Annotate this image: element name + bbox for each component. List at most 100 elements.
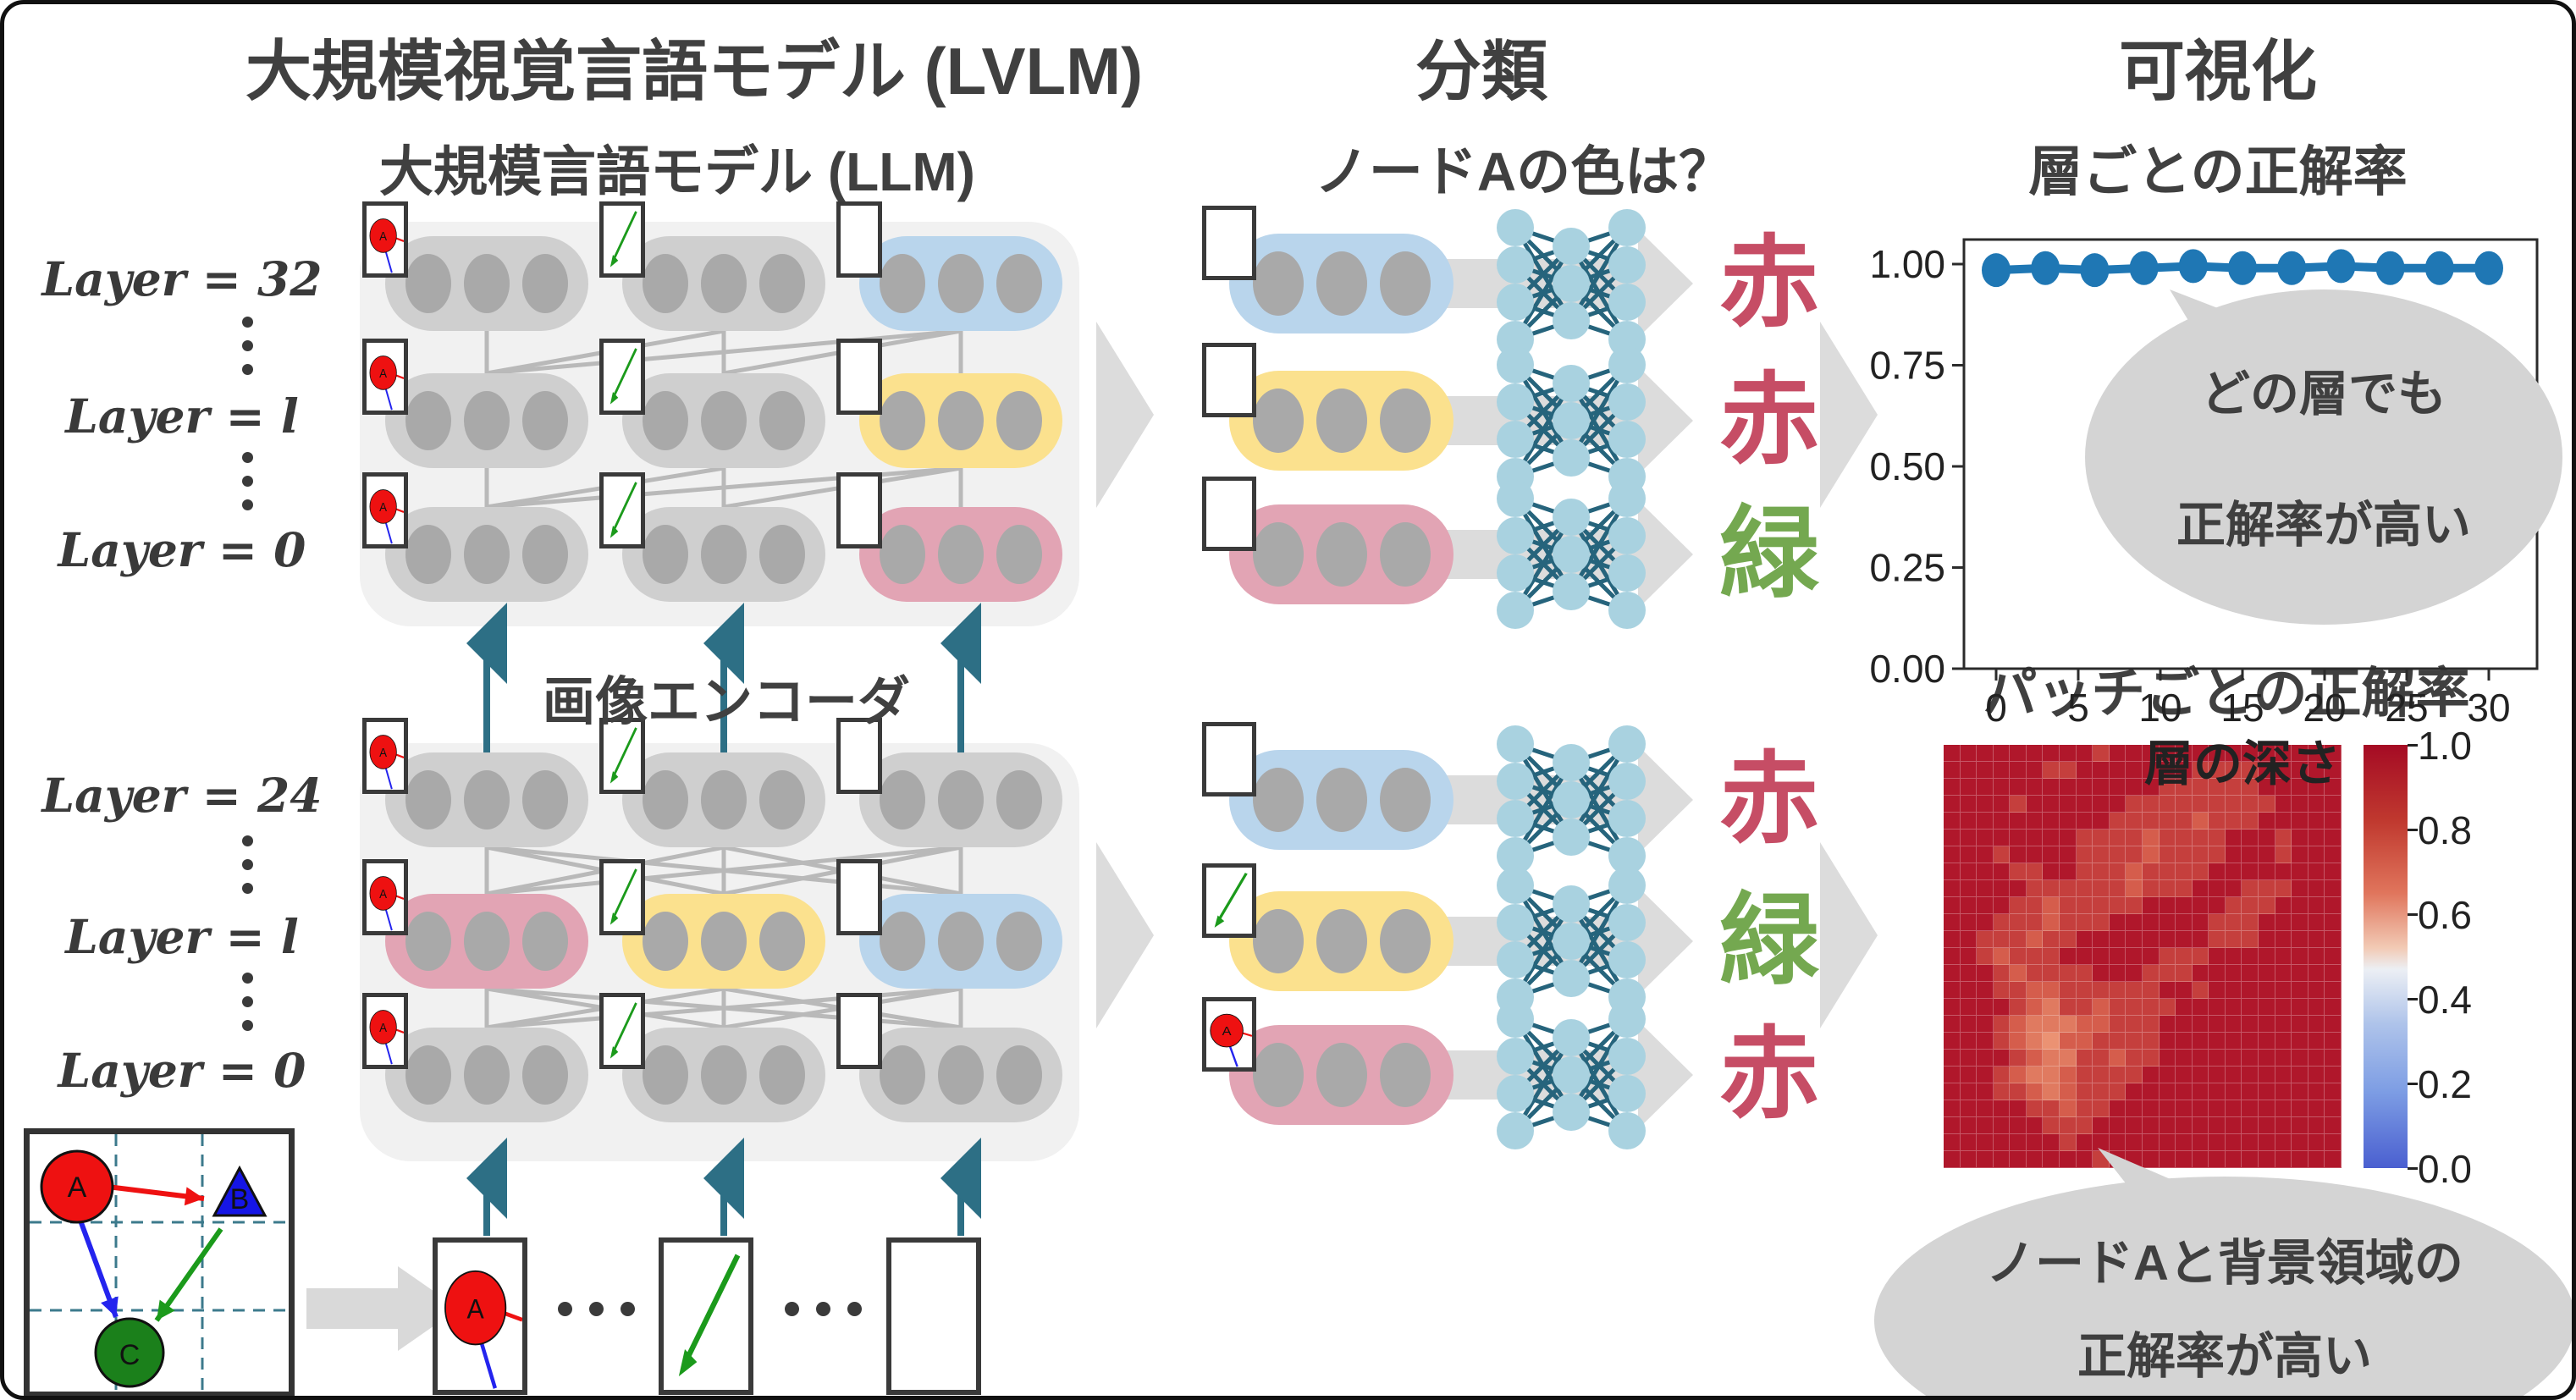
heatmap-cell (2043, 999, 2060, 1016)
heatmap-cell (1977, 1016, 1994, 1033)
heatmap-cell (2292, 813, 2308, 830)
heatmap-cell (2076, 779, 2093, 796)
heatmap-cell (2209, 762, 2226, 779)
llm-patch-r2-g1 (599, 472, 645, 548)
heatmap-cell (2209, 813, 2226, 830)
heatmap-cell (2275, 965, 2292, 982)
heatmap-cell (2076, 813, 2093, 830)
colorbar-tick-label: 1.0 (2418, 724, 2472, 768)
heatmap-cell (2225, 931, 2242, 948)
heatmap-cell (2076, 863, 2093, 880)
input-patch-token-1 (659, 1237, 753, 1395)
heatmap-cell (2026, 965, 2044, 982)
heatmap-cell (2142, 1117, 2160, 1134)
heatmap-cell (1977, 830, 1994, 846)
heatmap-cell (1977, 779, 1994, 796)
heatmap-cell (2308, 846, 2325, 863)
heatmap-cell (2275, 846, 2292, 863)
token-feature-dot (1252, 909, 1304, 973)
edge-a-to-b-head (184, 1187, 204, 1206)
heatmap-cell (1944, 880, 1961, 897)
node-a-circle (369, 1010, 397, 1044)
heatmap-row (1944, 965, 2342, 982)
heatmap-cell (2093, 1083, 2110, 1100)
heatmap-cell (2126, 999, 2143, 1016)
heatmap-cell (2010, 897, 2027, 914)
heatmap-cell (2242, 1117, 2259, 1134)
patch-image-node-a: A (1210, 1013, 1252, 1067)
heatmap-row (1944, 982, 2342, 999)
heatmap-cell (2225, 948, 2242, 965)
x-tick-label: 25 (2385, 686, 2428, 730)
heatmap-cell (1993, 762, 2011, 779)
green-edge-line (612, 482, 637, 532)
accuracy-marker (2375, 251, 2405, 285)
heatmap-cell (2026, 982, 2044, 999)
heatmap-cell (2060, 813, 2077, 830)
class-encoder-row-2-pill (1229, 1025, 1453, 1125)
heatmap-cell (2258, 1050, 2275, 1067)
heatmap-cell (2010, 931, 2027, 948)
accuracy-marker (1982, 253, 2011, 288)
heatmap-cell (1993, 1016, 2011, 1033)
class-llm-row-2-patch (1202, 477, 1256, 551)
heatmap-cell (2242, 1100, 2259, 1117)
heatmap-cell (2192, 1050, 2209, 1067)
heatmap-cell (1993, 1067, 2011, 1083)
y-tick-label: 1.00 (1869, 242, 1945, 286)
heatmap-cell (1993, 863, 2011, 880)
token-feature-dot (938, 912, 984, 971)
green-edge-arrowhead (610, 254, 619, 267)
token-feature-dot (996, 391, 1042, 450)
token-feature-dot (759, 391, 805, 450)
class-encoder-row-1-answer: 緑 (1718, 885, 1819, 997)
heatmap-cell (2292, 982, 2308, 999)
llm-patch-r1-g2 (836, 339, 882, 415)
node-c (94, 1317, 165, 1388)
token-feature-dot (996, 912, 1042, 971)
token-feature-dot (938, 391, 984, 450)
heatmap-cell (2076, 1083, 2093, 1100)
input-patch-token-0: A (433, 1237, 527, 1395)
heatmap-cell (2010, 880, 2027, 897)
heatmap-cell (2192, 813, 2209, 830)
heatmap-cell (1977, 745, 1994, 762)
heatmap-cell (2026, 1016, 2044, 1033)
heatmap-row (1944, 863, 2342, 880)
heatmap-cell (2292, 914, 2308, 931)
patch-image-green-arrow (610, 727, 637, 784)
edge-b-to-c (154, 1227, 223, 1322)
heatmap-cell (1993, 813, 2011, 830)
token-feature-dot (880, 525, 925, 584)
patch-image-node-a: A (444, 1270, 522, 1389)
heatmap-cell (2308, 1117, 2325, 1134)
heatmap-cell (2026, 931, 2044, 948)
green-edge-arrowhead (610, 1045, 619, 1059)
line-chart-title: 層ごとの正解率 (2028, 141, 2408, 202)
heatmap-cell (2159, 762, 2176, 779)
node-a-label: A (379, 1020, 388, 1034)
heatmap-cell (2242, 948, 2259, 965)
heatmap-cell (2176, 999, 2193, 1016)
class-encoder-row-1-patch (1202, 863, 1256, 938)
heatmap-cell (2242, 965, 2259, 982)
heatmap-cell (2076, 931, 2093, 948)
heatmap-cell (2142, 999, 2160, 1016)
llm-vertical-ellipsis-0 (242, 317, 253, 375)
heatmap-cell (2225, 1050, 2242, 1067)
heatmap-cell (2192, 880, 2209, 897)
y-tick-label: 0.25 (1869, 546, 1945, 590)
heatmap-row (1944, 846, 2342, 863)
heatmap-row (1944, 1067, 2342, 1083)
heatmap-cell (2109, 846, 2126, 863)
encoder-patch-r2-g2 (836, 993, 882, 1069)
heatmap-cell (2292, 965, 2308, 982)
heatmap-cell (2010, 948, 2027, 965)
heatmap-cell (2292, 999, 2308, 1016)
token-feature-dot (1379, 909, 1431, 973)
heatmap-cell (2176, 745, 2193, 762)
question-text: ノードAの色は？ (1314, 141, 1734, 202)
heatmap-cell (2275, 1067, 2292, 1083)
heatmap-cell (2093, 779, 2110, 796)
heatmap-cell (2275, 1117, 2292, 1134)
